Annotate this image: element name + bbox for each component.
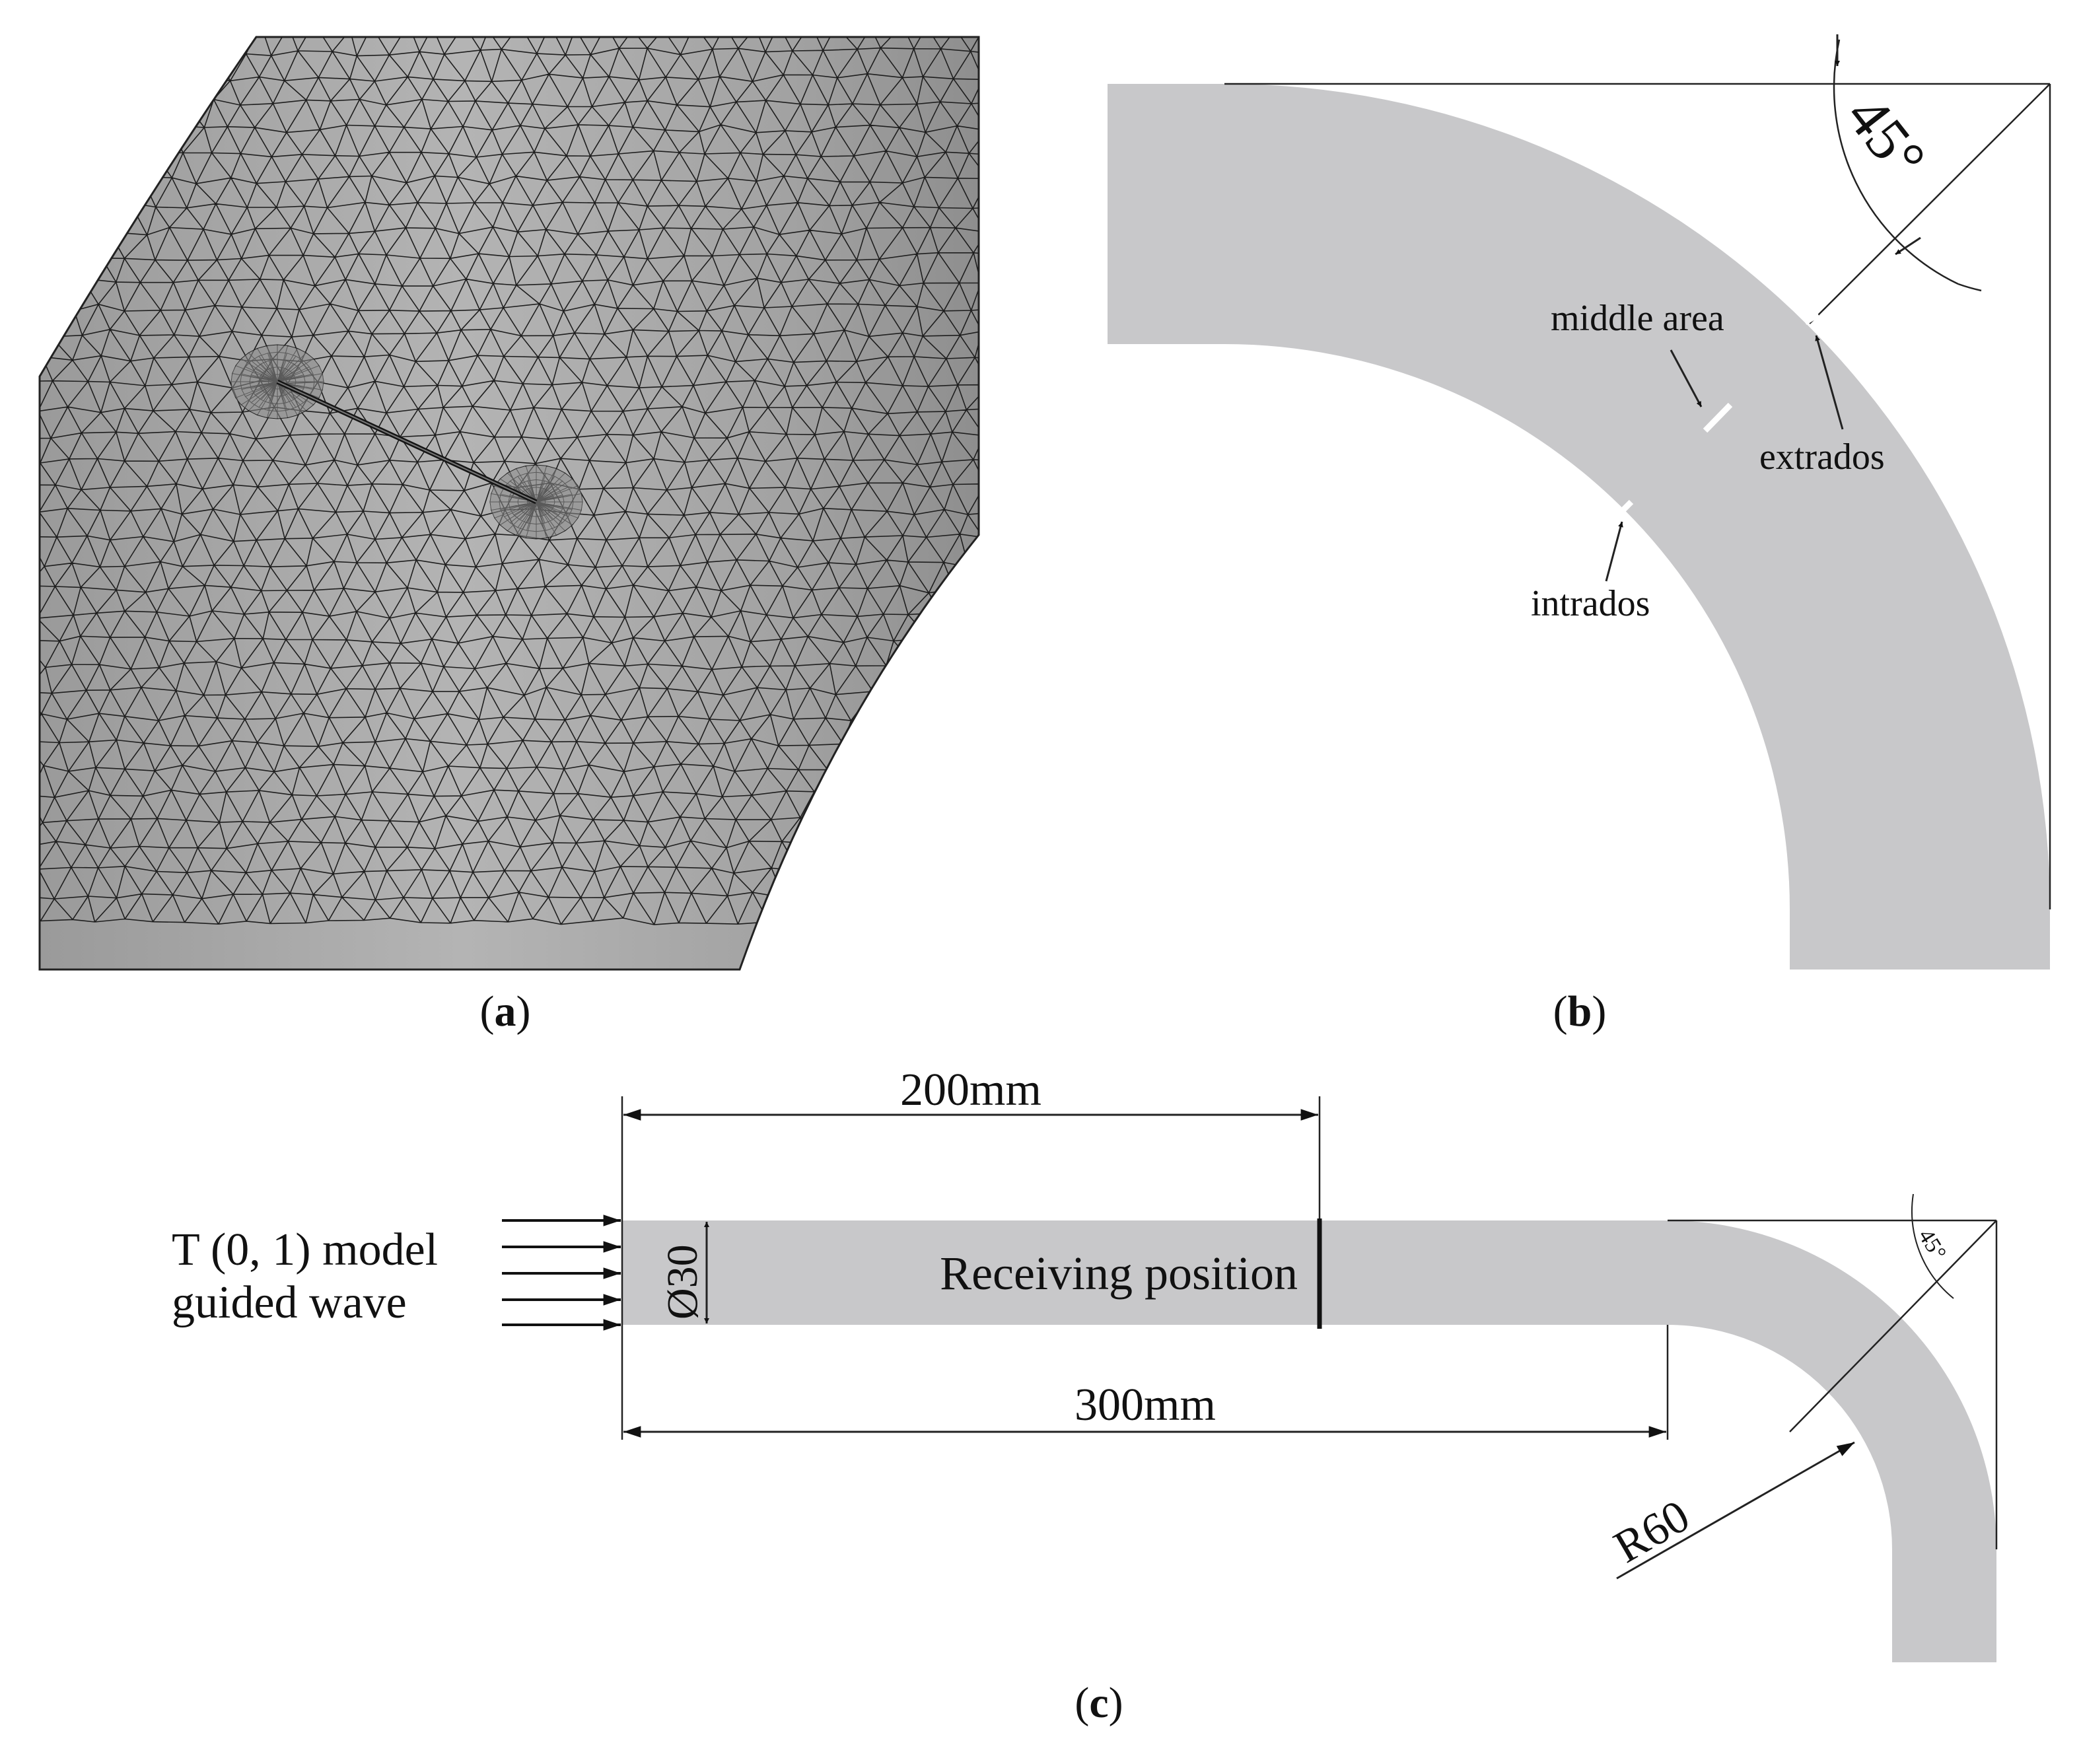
pipe-straight-and-bend xyxy=(622,1220,1996,1662)
extrados-label: extrados xyxy=(1759,437,1885,477)
extrados-arrow xyxy=(1815,335,1844,430)
panel-c: T (0, 1) model guided wave 200mm 300mm Ø… xyxy=(172,1065,1998,1727)
wave-arrows xyxy=(502,1215,621,1331)
middle-area-label: middle area xyxy=(1551,298,1724,339)
bisector-line xyxy=(1809,83,2051,324)
radius-line xyxy=(1616,1441,1855,1580)
bend-angle-label-c: 45° xyxy=(1913,1225,1951,1265)
dim-200-label: 200mm xyxy=(900,1065,1041,1115)
wave-label-line2: guided wave xyxy=(172,1277,407,1328)
angle-arc xyxy=(1833,39,1959,285)
angle-arc-c xyxy=(1911,1193,1954,1299)
elbow-body xyxy=(1108,84,2050,970)
receiving-label: Receiving position xyxy=(940,1247,1298,1300)
extrados-marker xyxy=(1803,312,1820,325)
intrados-label: intrados xyxy=(1531,583,1650,624)
middle-area-marker xyxy=(1703,402,1733,433)
diameter-label: Ø30 xyxy=(658,1244,707,1320)
angle-arrow-bottom xyxy=(1895,236,1921,256)
intrados-marker xyxy=(1619,499,1634,514)
bisector-line-c xyxy=(1789,1220,1997,1432)
crack-refinement xyxy=(231,345,582,538)
panel-a: (a) xyxy=(38,36,980,1036)
mesh-edges xyxy=(40,37,979,926)
bend-angle-label: 45° xyxy=(1833,83,1939,192)
panel-c-label: (c) xyxy=(1075,1679,1123,1727)
radius-label: R60 xyxy=(1606,1491,1699,1573)
middle-area-arrow xyxy=(1670,349,1703,407)
dim-300-label: 300mm xyxy=(1075,1380,1216,1430)
panel-a-label: (a) xyxy=(480,987,531,1036)
angle-arc-ext xyxy=(1958,283,1982,292)
wave-label-line1: T (0, 1) model xyxy=(172,1224,438,1275)
intrados-arrow xyxy=(1605,521,1623,582)
panel-b-label: (b) xyxy=(1553,987,1607,1036)
panel-b: 45° middle area extrados intrados (b) xyxy=(1108,34,2051,1036)
